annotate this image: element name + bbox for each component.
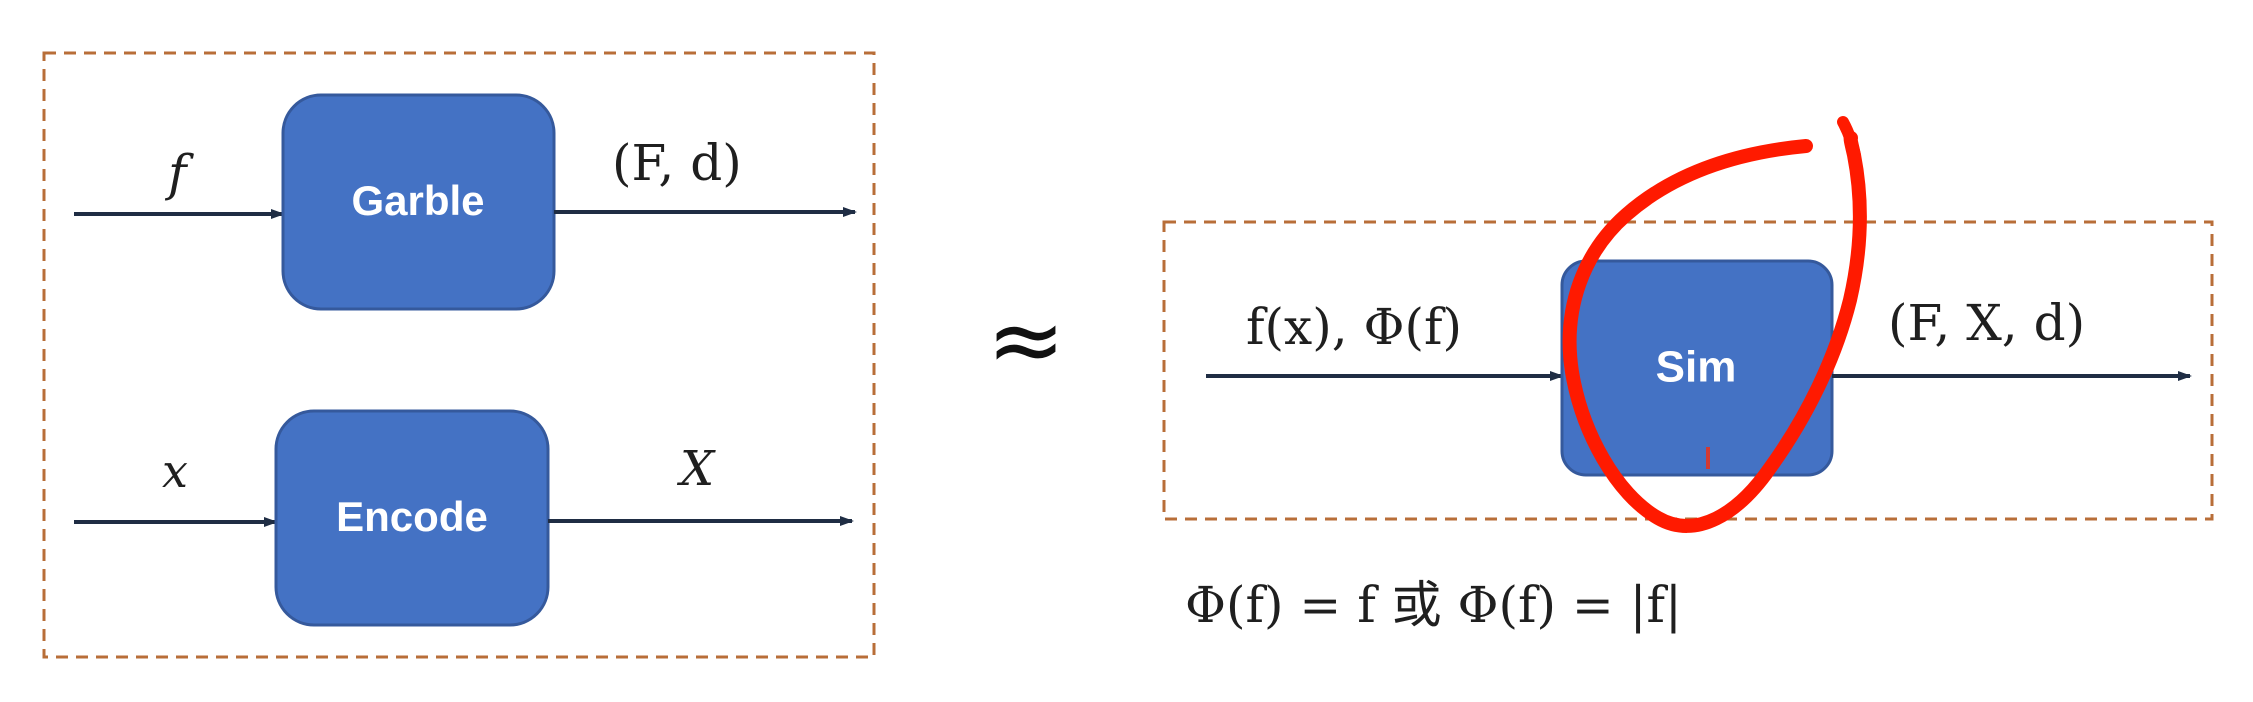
encode-input-label: x	[162, 444, 188, 498]
sim-input-label: f(x), Φ(f)	[1246, 298, 1462, 356]
encode-box	[274, 409, 550, 627]
left-dashed-frame	[42, 51, 876, 659]
encode-box-label: Encode	[336, 493, 488, 540]
sim-output-label: (F, X, d)	[1888, 294, 2085, 352]
garble-box-label: Garble	[351, 177, 484, 224]
red-annotation-tail	[1837, 116, 1861, 162]
formula-caption: Φ(f) = f 或 Φ(f) = |f|	[1185, 576, 1682, 634]
red-annotation-loop	[1562, 131, 1867, 533]
encode-output-label: X	[676, 441, 716, 497]
sim-box-label: Sim	[1656, 343, 1737, 392]
red-text-cursor	[1706, 447, 1710, 469]
garble-box	[281, 93, 556, 311]
garble-output-label: (F, d)	[612, 134, 742, 192]
approx-symbol: ≈	[987, 286, 1066, 395]
garble-input-label: f	[164, 144, 194, 202]
